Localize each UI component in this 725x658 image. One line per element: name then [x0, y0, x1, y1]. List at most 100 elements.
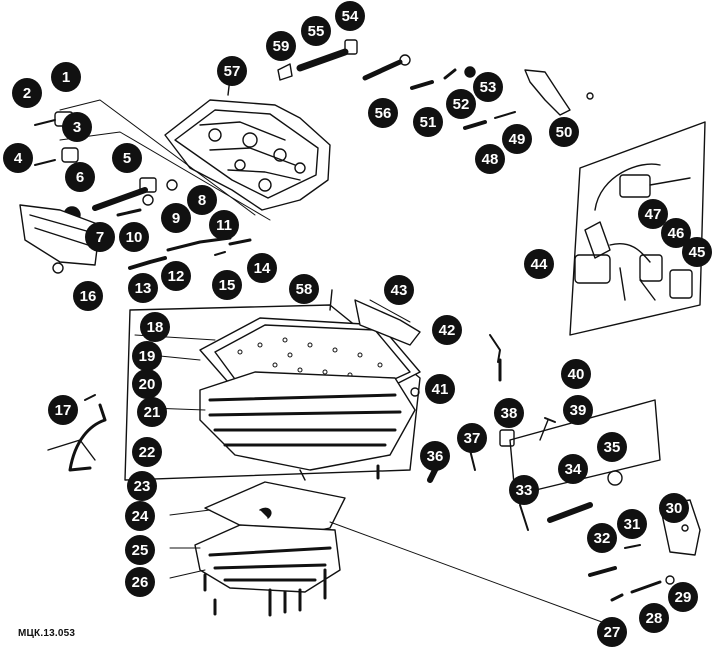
callout-number: 56	[375, 105, 392, 122]
callout-20: 20	[132, 369, 162, 399]
callout-number: 2	[23, 85, 31, 102]
callout-42: 42	[432, 315, 462, 345]
callout-number: 4	[14, 150, 23, 167]
callout-number: 17	[55, 402, 72, 419]
callout-1: 1	[51, 62, 81, 92]
callout-number: 12	[168, 268, 185, 285]
callout-53: 53	[473, 72, 503, 102]
callout-circle	[432, 315, 462, 345]
callout-number: 29	[675, 589, 692, 606]
callout-34: 34	[558, 454, 588, 484]
callout-number: 21	[144, 404, 161, 421]
callout-30: 30	[659, 493, 689, 523]
callout-circle	[413, 107, 443, 137]
callout-number: 36	[427, 448, 444, 465]
callout-number: 14	[254, 260, 271, 277]
callout-47: 47	[638, 199, 668, 229]
callout-16: 16	[73, 281, 103, 311]
callout-circle	[368, 98, 398, 128]
callout-57: 57	[217, 56, 247, 86]
callout-51: 51	[413, 107, 443, 137]
callout-circle	[561, 359, 591, 389]
callout-55: 55	[301, 16, 331, 46]
callout-circle	[301, 16, 331, 46]
callout-circle	[128, 273, 158, 303]
callout-number: 46	[668, 225, 685, 242]
callout-26: 26	[125, 567, 155, 597]
callout-circle	[62, 112, 92, 142]
callout-number: 44	[531, 256, 548, 273]
callout-number: 57	[224, 63, 241, 80]
callout-number: 55	[308, 23, 325, 40]
callout-circle	[563, 395, 593, 425]
callout-number: 48	[482, 151, 499, 168]
callout-6: 6	[65, 162, 95, 192]
callout-number: 16	[80, 288, 97, 305]
callout-circle	[682, 237, 712, 267]
callout-circle	[65, 162, 95, 192]
callout-38: 38	[494, 398, 524, 428]
callout-11: 11	[209, 210, 239, 240]
callout-3: 3	[62, 112, 92, 142]
callout-number: 39	[570, 402, 587, 419]
callout-number: 1	[62, 69, 70, 86]
callout-14: 14	[247, 253, 277, 283]
callout-circle	[140, 312, 170, 342]
callout-33: 33	[509, 475, 539, 505]
callout-number: 41	[432, 381, 449, 398]
callout-56: 56	[368, 98, 398, 128]
callout-27: 27	[597, 617, 627, 647]
callout-12: 12	[161, 261, 191, 291]
callout-40: 40	[561, 359, 591, 389]
callout-circle	[661, 218, 691, 248]
callout-7: 7	[85, 222, 115, 252]
callout-number: 58	[296, 281, 313, 298]
callout-number: 52	[453, 96, 470, 113]
figure-caption: МЦК.13.053	[18, 628, 76, 639]
callout-number: 9	[172, 210, 180, 227]
callout-number: 34	[565, 461, 582, 478]
callout-22: 22	[132, 437, 162, 467]
callout-circle	[112, 143, 142, 173]
callout-10: 10	[119, 222, 149, 252]
callout-18: 18	[140, 312, 170, 342]
callout-number: 32	[594, 530, 611, 547]
callout-9: 9	[161, 203, 191, 233]
callout-number: 5	[123, 150, 131, 167]
callout-number: 15	[219, 277, 236, 294]
callout-37: 37	[457, 423, 487, 453]
callout-circle	[617, 509, 647, 539]
callout-8: 8	[187, 185, 217, 215]
callout-31: 31	[617, 509, 647, 539]
callout-29: 29	[668, 582, 698, 612]
callout-circle	[549, 117, 579, 147]
upper-valve-body-57	[164, 77, 331, 211]
callout-number: 53	[480, 79, 497, 96]
callout-number: 20	[139, 376, 156, 393]
callout-13: 13	[128, 273, 158, 303]
callout-circle	[638, 199, 668, 229]
left-valve-cluster	[19, 99, 271, 274]
callout-number: 54	[342, 8, 359, 25]
callout-circle	[119, 222, 149, 252]
callout-circle	[502, 124, 532, 154]
callout-19: 19	[132, 341, 162, 371]
callout-number: 51	[420, 114, 437, 131]
callout-2: 2	[12, 78, 42, 108]
callout-number: 6	[76, 169, 84, 186]
callout-number: 28	[646, 610, 663, 627]
callout-number: 23	[134, 478, 151, 495]
callout-number: 31	[624, 516, 641, 533]
callout-number: 10	[126, 229, 143, 246]
callout-circle	[587, 523, 617, 553]
callout-circle	[217, 56, 247, 86]
callout-52: 52	[446, 89, 476, 119]
callout-number: 27	[604, 624, 621, 641]
callout-circle	[266, 31, 296, 61]
callout-number: 11	[216, 217, 232, 234]
callout-5: 5	[112, 143, 142, 173]
callout-circle	[475, 144, 505, 174]
upper-right-valve-cluster	[277, 39, 594, 130]
callout-32: 32	[587, 523, 617, 553]
